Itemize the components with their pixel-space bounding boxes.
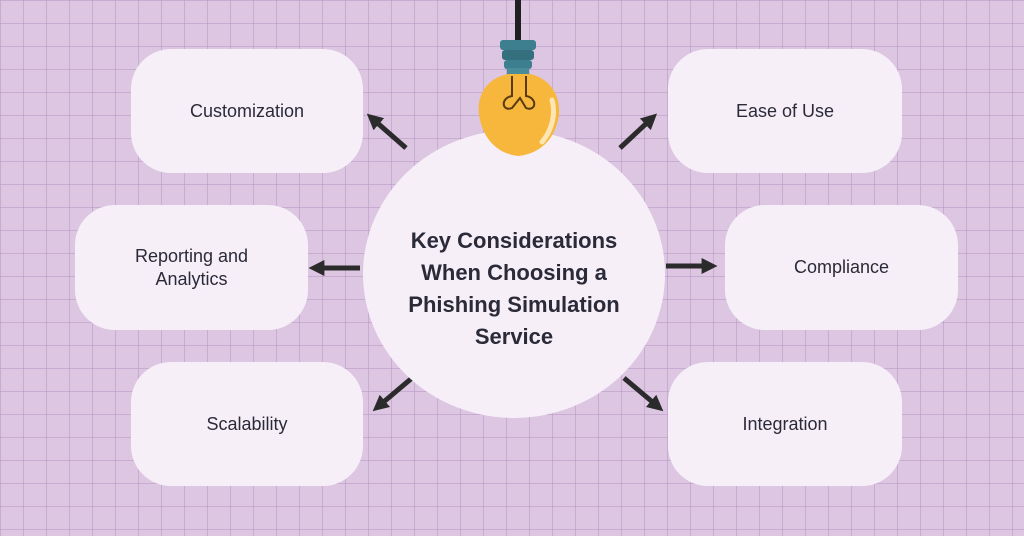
arrow-icon xyxy=(618,113,658,150)
node-label: Integration xyxy=(742,413,828,434)
center-title: Key Considerations When Choosing a Phish… xyxy=(408,228,620,349)
node-reporting: Reporting and Analytics xyxy=(75,205,308,330)
node-ease-of-use: Ease of Use xyxy=(668,49,902,173)
node-label: Customization xyxy=(189,100,305,121)
node-label: Scalability xyxy=(206,413,288,434)
node-integration: Integration xyxy=(668,362,902,486)
node-customization: Customization xyxy=(131,49,363,173)
node-label: Reporting and Analytics xyxy=(134,245,249,289)
arrow-icon xyxy=(366,113,408,150)
arrow-icon xyxy=(372,376,414,412)
node-label: Ease of Use xyxy=(735,100,835,121)
center-node: Key Considerations When Choosing a Phish… xyxy=(363,130,665,418)
node-scalability: Scalability xyxy=(131,362,363,486)
node-compliance: Compliance xyxy=(725,205,958,330)
arrow-icon xyxy=(622,376,664,412)
node-label: Compliance xyxy=(793,257,890,277)
